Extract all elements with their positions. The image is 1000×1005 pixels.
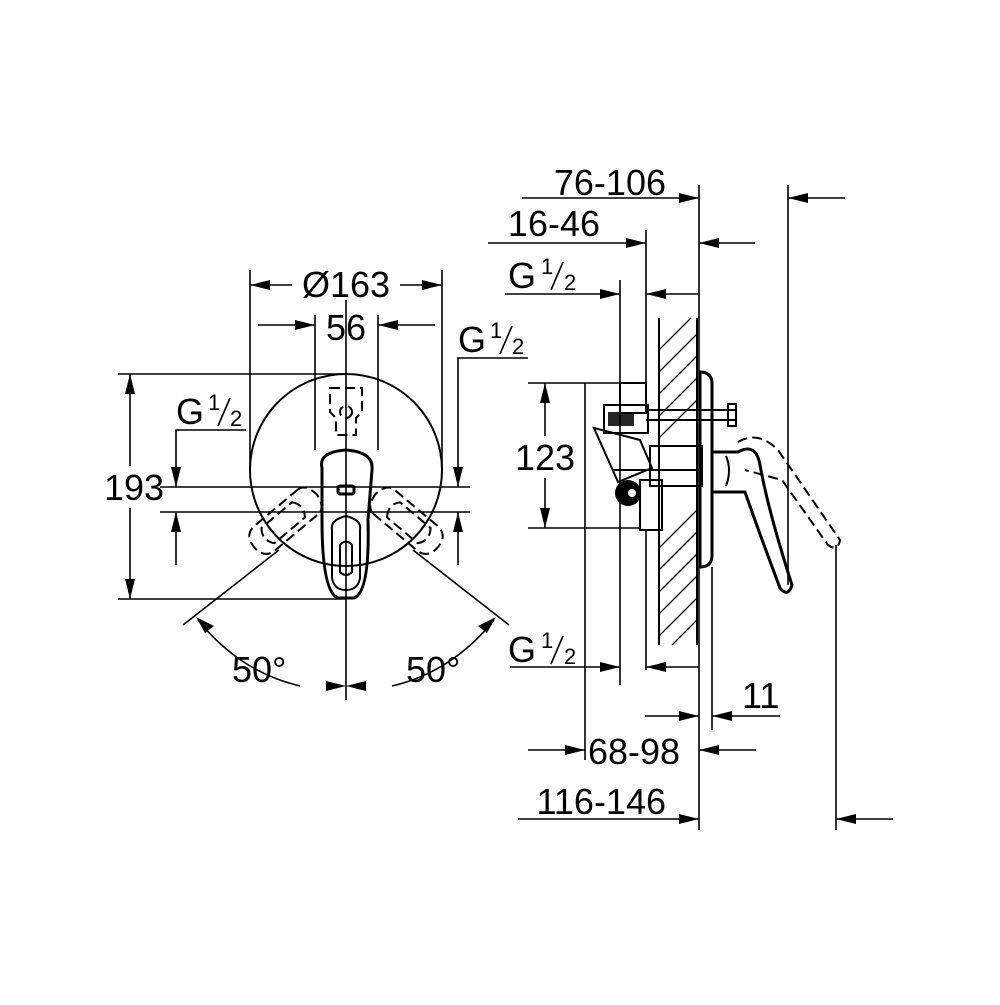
dim-116-146-label: 116-146 — [537, 781, 666, 822]
dim-68-98-label: 68-98 — [588, 731, 680, 772]
dim-76-106-label: 76-106 — [554, 162, 666, 203]
svg-text:1: 1 — [490, 318, 502, 343]
dim-spacing-label: 56 — [326, 307, 366, 348]
angle-left-label: 50° — [232, 649, 286, 690]
valve-body — [592, 382, 737, 531]
svg-text:1: 1 — [541, 254, 553, 279]
thread-label-top: G 1 2 — [508, 254, 576, 296]
lever-side-ghost — [737, 436, 842, 549]
svg-text:2: 2 — [512, 334, 524, 359]
cartridge-outline-dashed — [329, 387, 363, 436]
thread-label-left: G 1 2 — [176, 390, 242, 432]
svg-text:G: G — [508, 255, 536, 296]
dim-16-46-label: 16-46 — [508, 203, 600, 244]
angle-right-label: 50° — [406, 649, 460, 690]
svg-text:G: G — [458, 319, 486, 360]
dim-diameter-label: Ø163 — [302, 264, 390, 305]
side-view: 76-106 16-46 G 1 2 123 G 1 — [488, 162, 893, 830]
svg-text:G: G — [176, 391, 204, 432]
front-view: Ø163 56 193 G 1 2 G 1 2 — [104, 264, 528, 700]
wall-hatching — [658, 317, 698, 646]
dim-height-label: 193 — [104, 467, 164, 508]
cover-plate — [698, 370, 714, 569]
lever-handle-side — [712, 447, 794, 594]
thread-label-right: G 1 2 — [458, 318, 524, 360]
dim-123-label: 123 — [515, 437, 575, 478]
svg-text:2: 2 — [564, 270, 576, 295]
svg-text:G: G — [508, 629, 536, 670]
dim-11-label: 11 — [742, 675, 779, 716]
svg-text:2: 2 — [564, 644, 576, 669]
svg-text:1: 1 — [541, 628, 553, 653]
svg-text:2: 2 — [230, 406, 242, 431]
thread-label-bottom: G 1 2 — [508, 628, 576, 670]
svg-text:1: 1 — [208, 390, 220, 415]
lever-handle-front — [320, 448, 374, 600]
